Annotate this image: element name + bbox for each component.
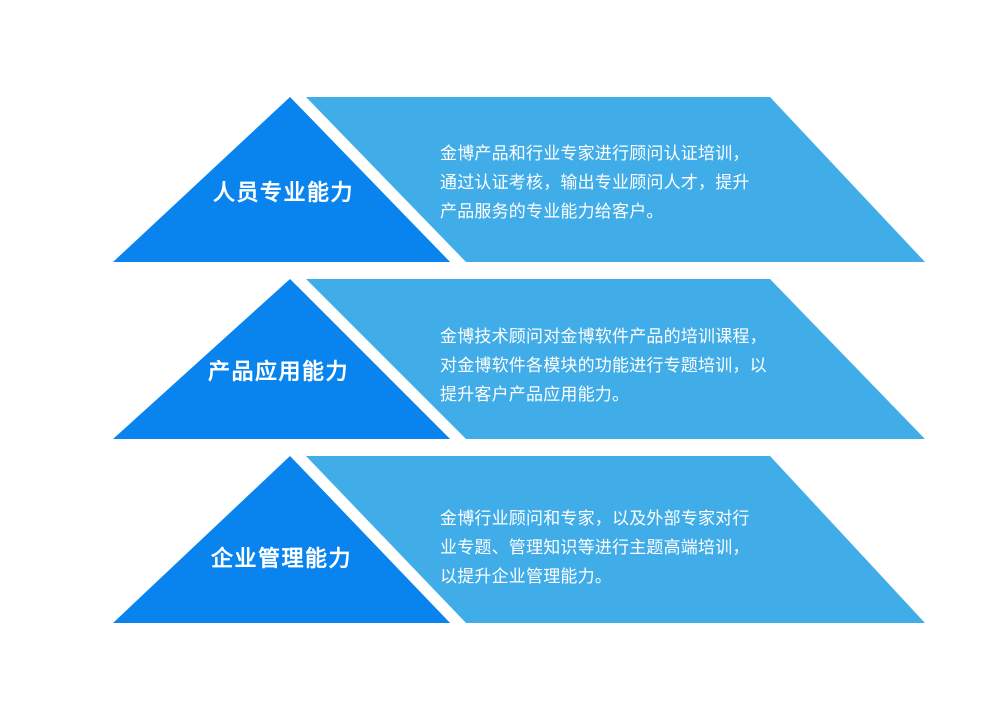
diagram-row-3: 企业管理能力 金博行业顾问和专家，以及外部专家对行 业专题、管理知识等进行主题高… — [0, 456, 1007, 624]
row-3-gap — [290, 456, 466, 623]
row-1-label: 人员专业能力 — [213, 180, 355, 205]
diagram-row-2: 产品应用能力 金博技术顾问对金博软件产品的培训课程， 对金博软件各模块的功能进行… — [0, 279, 1007, 440]
row-1-description: 金博产品和行业专家进行顾问认证培训， 通过认证考核，输出专业顾问人才，提升 产品… — [440, 144, 750, 221]
row-2-shapes — [113, 279, 925, 439]
row-2-description: 金博技术顾问对金博软件产品的培训课程， 对金博软件各模块的功能进行专题培训，以 … — [440, 327, 767, 404]
diagram-row-1: 人员专业能力 金博产品和行业专家进行顾问认证培训， 通过认证考核，输出专业顾问人… — [0, 97, 1007, 263]
row-2-gap — [290, 279, 466, 439]
row-3-triangle-shape — [113, 456, 450, 623]
row-1-shapes — [113, 97, 925, 262]
row-3-description: 金博行业顾问和专家，以及外部专家对行 业专题、管理知识等进行主题高端培训， 以提… — [440, 509, 750, 586]
row-1-triangle-shape — [113, 97, 450, 262]
row-3-shapes — [113, 456, 925, 623]
row-2-triangle-shape — [113, 279, 450, 439]
row-2-label: 产品应用能力 — [208, 359, 350, 384]
row-3-label: 企业管理能力 — [211, 546, 353, 571]
row-1-gap — [290, 97, 466, 262]
